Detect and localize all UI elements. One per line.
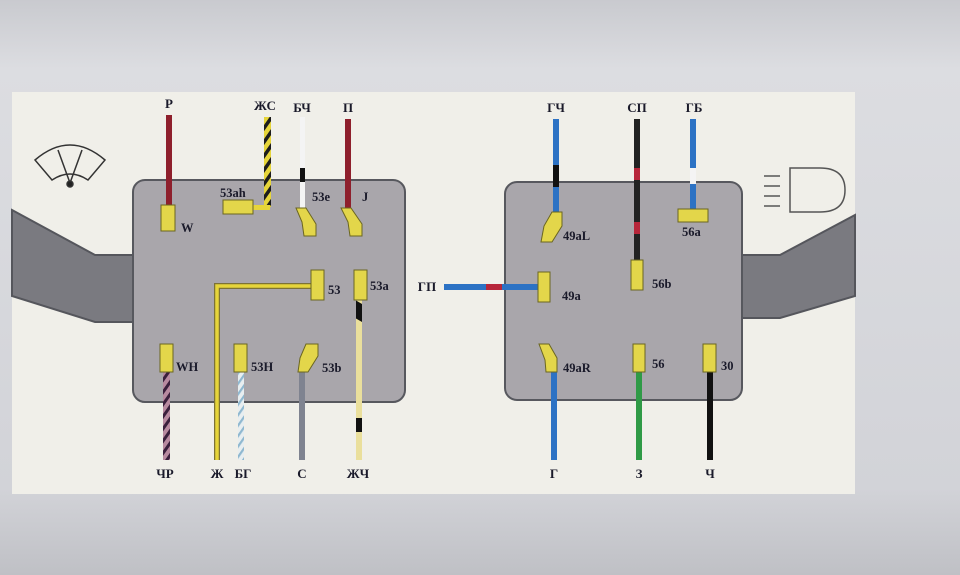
pin-label: 30 <box>721 359 734 373</box>
pin-53 <box>310 269 325 301</box>
pin-WH <box>159 343 174 373</box>
pin-label: 56a <box>682 225 702 239</box>
wire-pink-red <box>345 119 351 211</box>
wire-blue <box>551 370 557 460</box>
pin-label: 56b <box>652 277 672 291</box>
pin-label: 49aR <box>563 361 592 375</box>
pin-label: J <box>362 190 368 204</box>
pin-53e <box>295 207 317 237</box>
wire-white-black-stripe <box>300 168 305 182</box>
pin-label: 53H <box>251 360 274 374</box>
pin-30 <box>702 343 717 373</box>
pin-label: 53 <box>328 283 341 297</box>
wire-label-top: П <box>343 100 353 115</box>
wire-label-top: ЖС <box>254 98 276 113</box>
wire-yellow-black <box>264 117 271 207</box>
pin-53b <box>297 343 319 373</box>
pin-label: 49aL <box>563 229 590 243</box>
pin-label: 53ah <box>220 186 246 200</box>
wire-label-bottom: Г <box>550 466 558 481</box>
pin-49aR <box>538 343 558 373</box>
wire-label-bottom: ЧР <box>156 466 174 481</box>
wire-yellow-black-2-stripe <box>356 418 362 432</box>
wire-label-top: БЧ <box>293 100 311 115</box>
headlight-icon <box>764 167 846 213</box>
wire-yellow-black-2 <box>356 296 362 460</box>
wire-label-bottom: БГ <box>235 466 252 481</box>
wire-gray-red-stripe <box>634 168 640 180</box>
wire-label-top: ГЧ <box>547 100 565 115</box>
pin-W <box>160 204 176 232</box>
pin-label: 53e <box>312 190 331 204</box>
wire-blue-black-stripe <box>553 165 559 187</box>
pin-label: 53a <box>370 279 390 293</box>
pin-56b <box>630 259 644 291</box>
pin-J <box>340 207 363 237</box>
wire-label-side: ГП <box>418 279 436 294</box>
wire-label-top: СП <box>627 100 647 115</box>
wire-blue-white-stripe <box>690 168 696 184</box>
wire-label-bottom: ЖЧ <box>347 466 370 481</box>
wire-connector-53ah <box>252 205 270 210</box>
pin-label: 53b <box>322 361 342 375</box>
pin-49a <box>537 271 551 303</box>
pin-label: 56 <box>652 357 665 371</box>
pin-label: 49a <box>562 289 582 303</box>
pin-53ah <box>222 199 254 215</box>
wire-label-bottom: Ж <box>211 466 224 481</box>
wire-white-black <box>300 117 305 212</box>
wire-red-black <box>163 365 170 460</box>
pin-56a <box>677 208 709 223</box>
pin-53a <box>353 269 368 301</box>
wire-gray-red-stripe <box>634 222 640 234</box>
wire-label-bottom: Ч <box>705 466 715 481</box>
pin-56 <box>632 343 646 373</box>
windshield-wiper-icon <box>33 144 107 188</box>
pin-49aL <box>540 211 563 243</box>
wire-yellow-core <box>215 284 315 460</box>
wire-gray-red <box>634 119 640 266</box>
wire-black <box>707 370 713 460</box>
wire-blue-red-stripe <box>486 284 502 290</box>
right-switch-body <box>504 181 743 401</box>
wire-label-top: ГБ <box>686 100 703 115</box>
wire-yellow-black-2-stripe <box>356 300 362 323</box>
pin-label: W <box>181 221 194 235</box>
wire-label-bottom: З <box>636 466 643 481</box>
wire-red <box>166 115 172 210</box>
pin-label: WH <box>176 360 199 374</box>
wire-label-top: Р <box>165 96 173 111</box>
wire-green <box>636 370 642 460</box>
wire-gray <box>299 368 305 460</box>
pin-53H <box>233 343 248 373</box>
wire-blue-white <box>690 119 696 211</box>
wire-label-bottom: С <box>297 466 306 481</box>
wire-white-blue <box>238 368 244 460</box>
